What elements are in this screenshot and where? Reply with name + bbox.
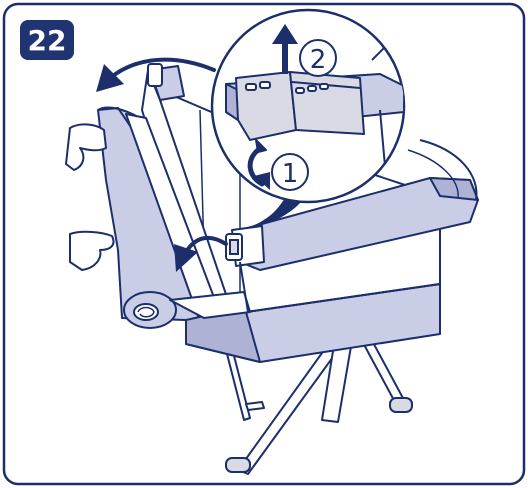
wheel-left	[226, 458, 250, 472]
step-badge: 22	[20, 20, 74, 60]
fabric-roll	[124, 292, 176, 328]
buckle	[226, 234, 242, 260]
callout-2: 2	[300, 40, 336, 76]
callout-2-label: 2	[310, 45, 327, 75]
callout-1: 1	[272, 154, 308, 190]
wheel-right	[390, 398, 412, 412]
step-number: 22	[28, 24, 67, 57]
top-clip	[148, 64, 162, 86]
callout-1-label: 1	[282, 159, 299, 189]
